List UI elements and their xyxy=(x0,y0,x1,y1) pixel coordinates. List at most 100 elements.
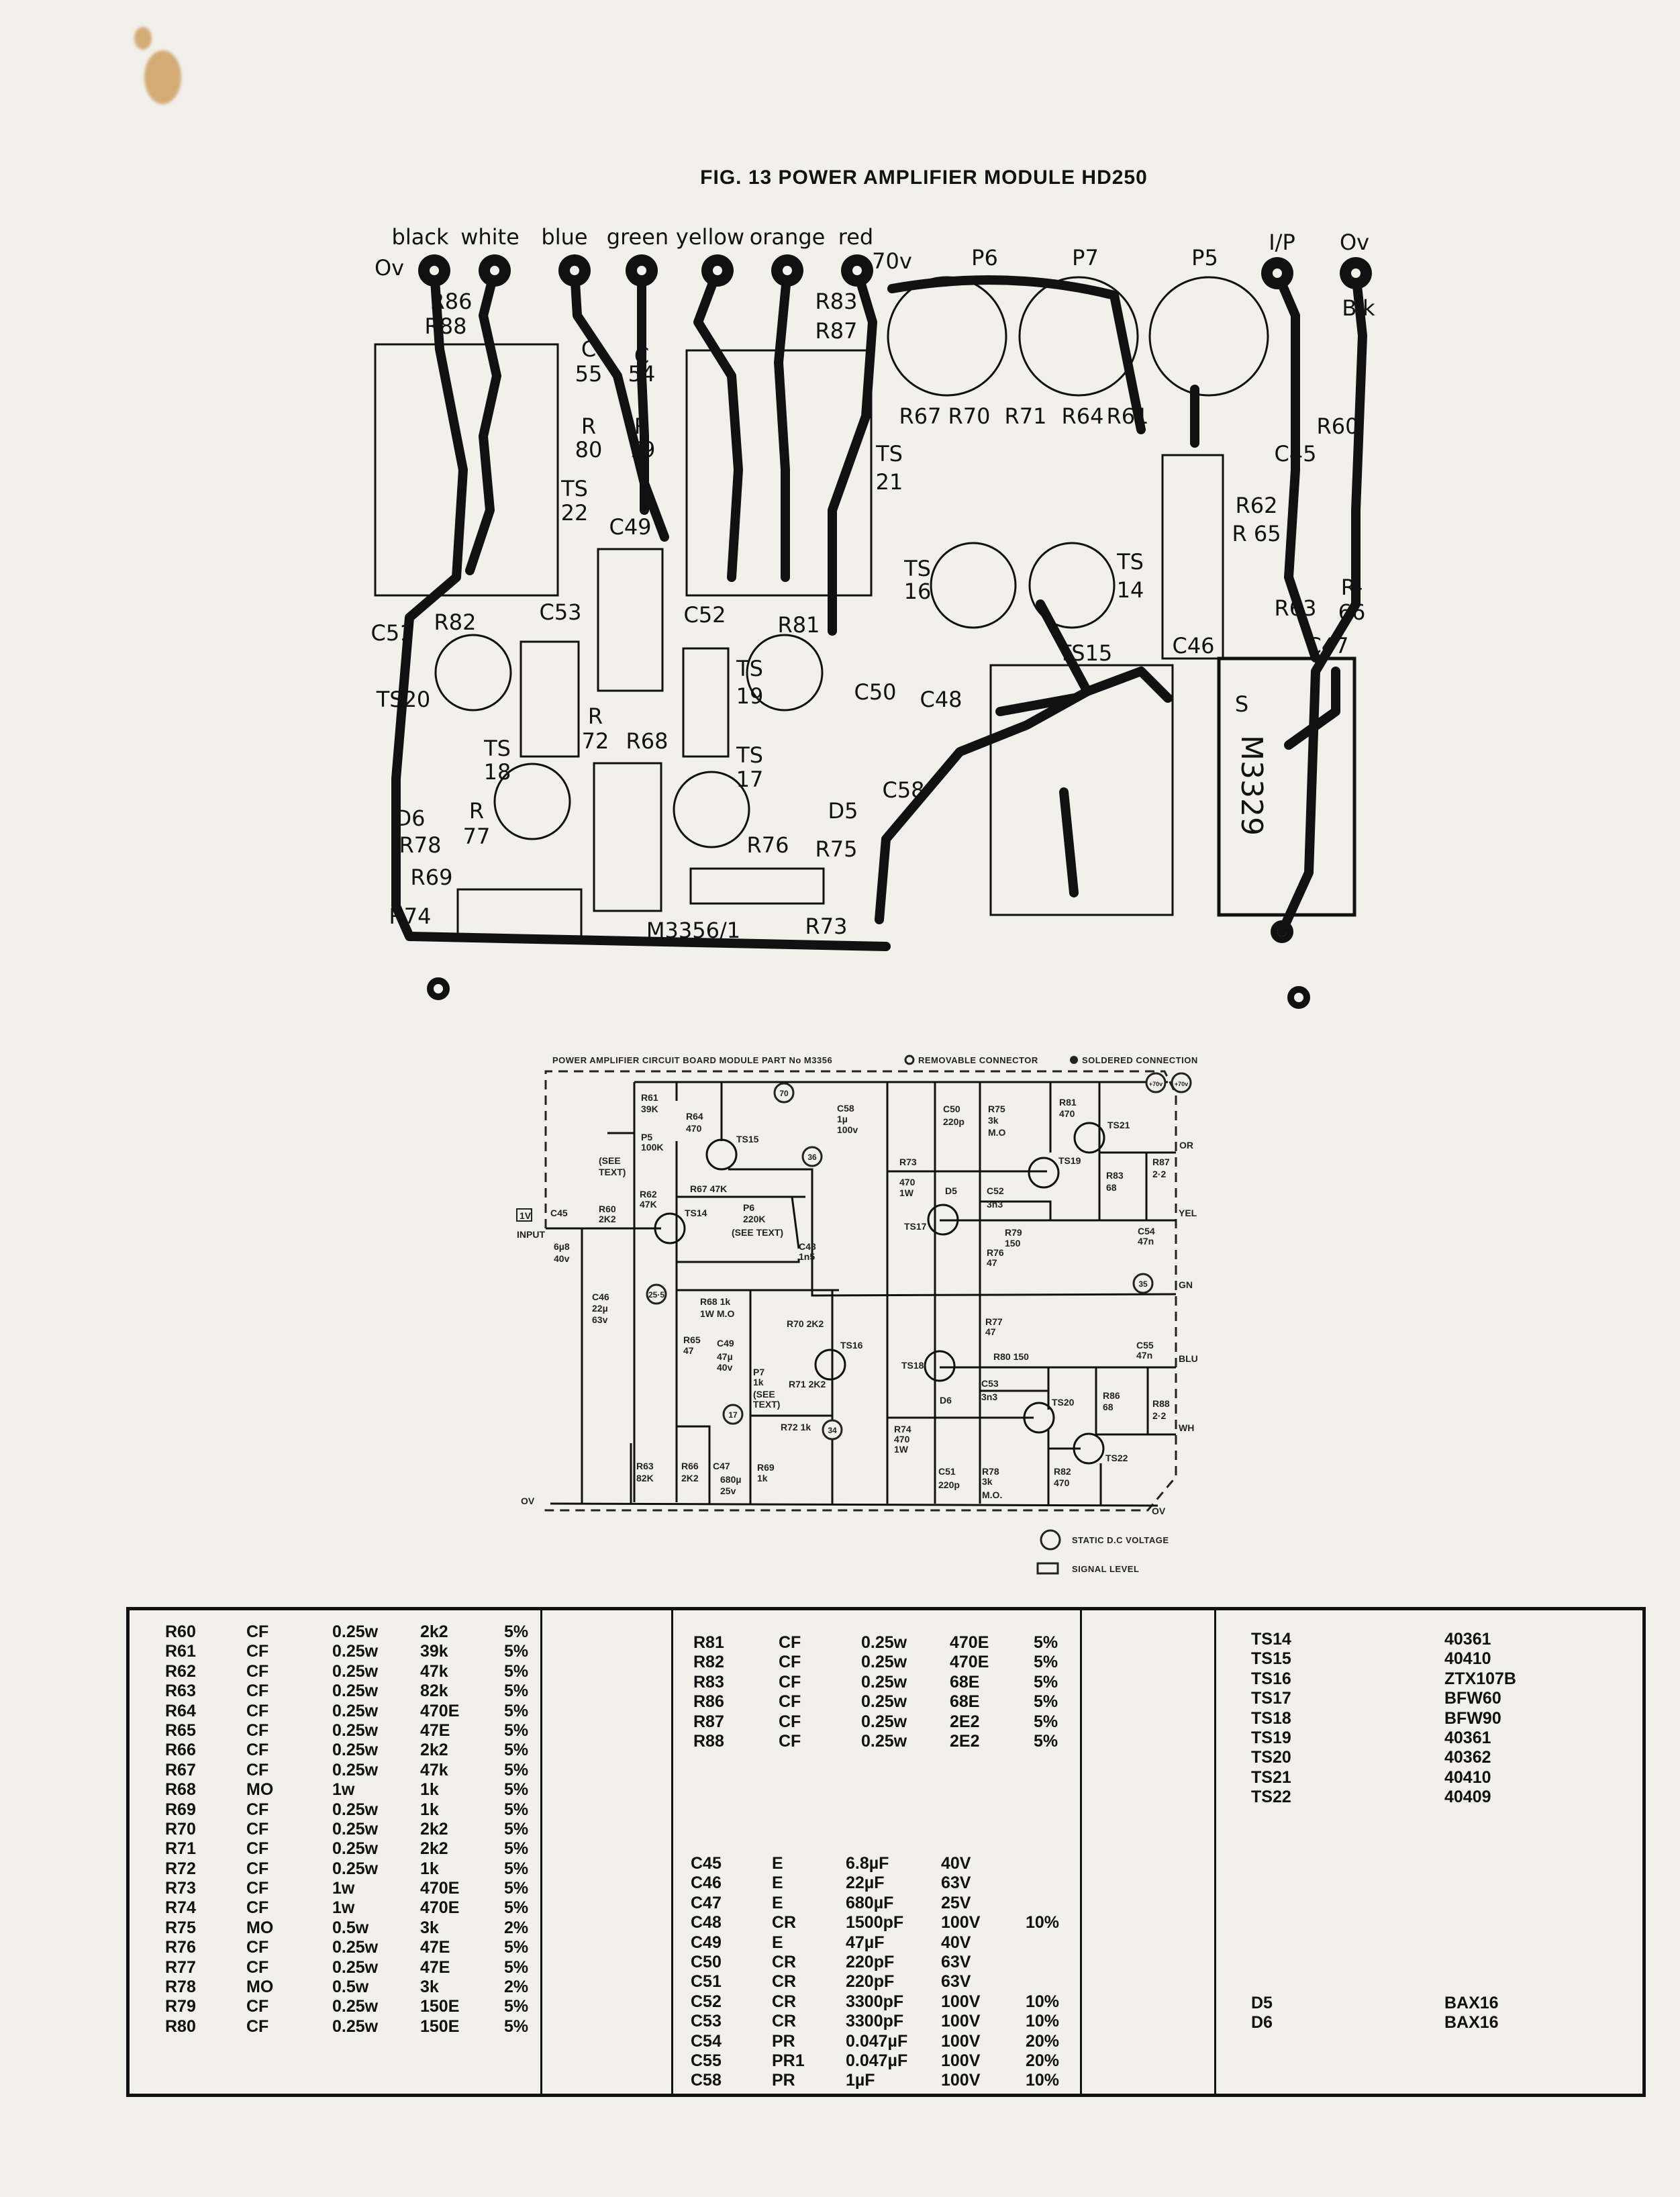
pcb-component-label: 72 xyxy=(582,728,609,754)
parts-cell: 6.8µF xyxy=(846,1854,889,1873)
pcb-component-label: R63 xyxy=(1275,595,1317,621)
parts-cell: 0.25w xyxy=(332,1741,379,1760)
pcb-component-label: C xyxy=(581,336,596,362)
parts-cell: C46 xyxy=(691,1873,722,1893)
parts-cell: CF xyxy=(246,1760,269,1779)
soldered-connection-icon xyxy=(1070,1056,1078,1064)
schematic-component-label: R70 2K2 xyxy=(787,1318,824,1329)
parts-cell: 0.25w xyxy=(861,1731,907,1751)
parts-cell: R81 xyxy=(693,1633,724,1652)
pcb-component-label: C49 xyxy=(609,514,651,540)
parts-cell: CF xyxy=(246,2016,269,2036)
pcb-component-label: R xyxy=(634,413,649,439)
schematic-component-label: R86 xyxy=(1103,1390,1120,1401)
parts-cell: 5% xyxy=(504,1898,529,1918)
column-divider xyxy=(1080,1610,1082,2094)
pcb-component-label: R78 xyxy=(399,832,442,858)
schematic-component-label: TS19 xyxy=(1058,1155,1081,1166)
parts-cell: CF xyxy=(246,1938,269,1957)
parts-cell: CF xyxy=(779,1672,801,1692)
pcb-component-label: 18 xyxy=(484,759,511,785)
parts-cell: 10% xyxy=(1026,2071,1060,2090)
schematic-component-label: P5 xyxy=(641,1132,652,1142)
static-voltage-value: 70 xyxy=(779,1089,789,1098)
pcb-component-label: R xyxy=(581,413,596,439)
static-voltage-marker xyxy=(1171,1072,1192,1093)
schematic-component-label: OV xyxy=(1152,1506,1166,1516)
pcb-component-label: R71 xyxy=(1005,403,1047,429)
schematic-component-label: R77 xyxy=(985,1316,1003,1327)
schematic-component-label: C47 xyxy=(713,1461,730,1471)
parts-cell: 2E2 xyxy=(950,1731,980,1751)
parts-cell: 5% xyxy=(504,1760,529,1779)
parts-cell: 5% xyxy=(504,1681,529,1701)
schematic-component-label: 1W xyxy=(899,1187,914,1198)
parts-cell: BFW60 xyxy=(1444,1689,1501,1708)
schematic-component-label: 1V xyxy=(520,1210,532,1221)
schematic-component-label: BLU xyxy=(1179,1353,1198,1364)
parts-cell: 68E xyxy=(950,1692,980,1712)
parts-cell: 1k xyxy=(420,1800,439,1819)
schematic-component-label: TS17 xyxy=(904,1221,927,1232)
pcb-component-label: R61 xyxy=(1107,403,1149,429)
parts-cell: R63 xyxy=(165,1681,196,1701)
parts-cell: 470E xyxy=(950,1633,989,1652)
parts-cell: ZTX107B xyxy=(1444,1669,1516,1688)
parts-cell: R73 xyxy=(165,1879,196,1898)
parts-cell: R70 xyxy=(165,1819,196,1839)
schematic-component-label: C52 xyxy=(987,1185,1004,1196)
schematic-component-label: 100v xyxy=(837,1124,858,1135)
parts-cell: R60 xyxy=(165,1622,196,1641)
parts-cell: 0.047µF xyxy=(846,2051,908,2070)
schematic-header: POWER AMPLIFIER CIRCUIT BOARD MODULE PAR… xyxy=(552,1055,832,1065)
parts-cell: 3k xyxy=(420,1978,439,1997)
parts-cell: TS17 xyxy=(1251,1689,1291,1708)
pcb-component-label: Blk xyxy=(1342,295,1375,321)
parts-cell: 0.25w xyxy=(332,1681,379,1701)
schematic-component-label: 470 xyxy=(894,1434,910,1445)
schematic-component-label: C51 xyxy=(938,1466,956,1477)
parts-cell: 0.25w xyxy=(861,1672,907,1692)
schematic-component-label: R80 150 xyxy=(993,1351,1029,1362)
parts-cell: 470E xyxy=(420,1879,460,1898)
schematic-component-label: GN xyxy=(1179,1279,1193,1290)
schematic-component-label: M.O xyxy=(988,1127,1006,1138)
parts-cell: CF xyxy=(246,1800,269,1819)
schematic-component-label: R63 xyxy=(636,1461,654,1471)
parts-cell: 0.25w xyxy=(861,1653,907,1672)
schematic-component-label: P7 xyxy=(753,1367,764,1377)
schematic-component-label: 47n xyxy=(1136,1350,1152,1361)
parts-cell: 2E2 xyxy=(950,1712,980,1731)
schematic-component-label: 2·2 xyxy=(1152,1410,1166,1421)
pcb-component-label: 77 xyxy=(463,824,491,849)
parts-cell: CF xyxy=(246,1622,269,1641)
schematic-component-label: TS22 xyxy=(1105,1453,1128,1463)
pcb-component-label: R74 xyxy=(389,904,432,929)
pcb-component-label: 16 xyxy=(904,579,932,604)
parts-cell: R79 xyxy=(165,1997,196,2016)
parts-cell: 25V xyxy=(941,1893,971,1912)
pcb-component-label: I/P xyxy=(1269,230,1295,255)
parts-cell: 5% xyxy=(504,1701,529,1720)
pcb-component-label: red xyxy=(838,224,873,250)
parts-cell: R88 xyxy=(693,1731,724,1751)
schematic-component-label: 680µ xyxy=(720,1474,741,1485)
parts-cell: 1k xyxy=(420,1780,439,1800)
schematic-component-label: M.O. xyxy=(982,1490,1002,1500)
pcb-component-label: Ov xyxy=(375,255,404,281)
schematic-component-label: YEL xyxy=(1179,1208,1197,1218)
parts-cell: 0.5w xyxy=(332,1978,369,1997)
schematic-component-label: 470 xyxy=(1059,1108,1075,1119)
pcb-component-label: yellow xyxy=(676,224,744,250)
parts-cell: C54 xyxy=(691,2031,722,2051)
parts-cell: 47k xyxy=(420,1760,448,1779)
parts-cell: R68 xyxy=(165,1780,196,1800)
pcb-component-label: 54 xyxy=(628,361,656,387)
parts-cell: 40361 xyxy=(1444,1728,1491,1747)
parts-cell: 0.25w xyxy=(332,1839,379,1859)
parts-cell: TS15 xyxy=(1251,1649,1291,1669)
legend-signal-level: SIGNAL LEVEL xyxy=(1072,1564,1139,1574)
parts-cell: BAX16 xyxy=(1444,1994,1499,2012)
pcb-component-label: TS xyxy=(1116,549,1144,575)
parts-cell: 0.25w xyxy=(332,1800,379,1819)
